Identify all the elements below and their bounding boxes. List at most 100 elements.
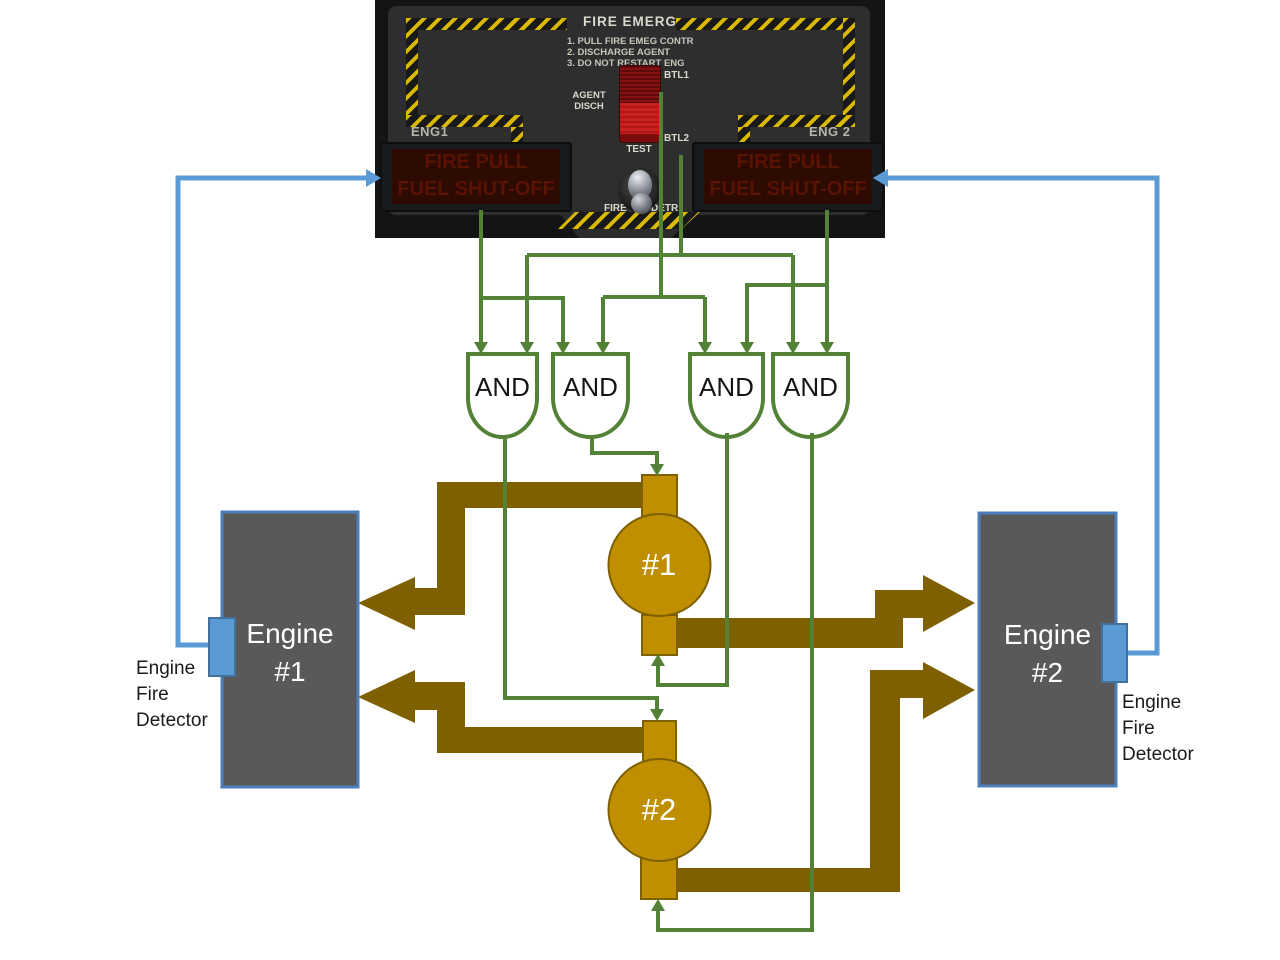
engine2-label-line2: #2: [1031, 657, 1064, 688]
arrow-and2-in1: [556, 342, 570, 354]
wire-and3-to-bottle1-bottom: [656, 433, 729, 687]
right-fire-pull-display: FIRE PULL FUEL SHUT-OFF: [692, 142, 884, 212]
arrow-into-bottle1-top: [650, 464, 664, 476]
and-gate-2-label: AND: [563, 372, 618, 402]
arrow-and3-in1: [698, 342, 712, 354]
arrow-into-panel-left: [366, 169, 381, 187]
detector1-label: Engine Fire Detector: [136, 656, 231, 734]
engine1-label-line2: #1: [274, 656, 306, 687]
engine1-fire-detector: [208, 617, 236, 677]
agent-label: AGENT: [572, 90, 606, 101]
pipe-bottle1-to-engine1-arrow: [358, 482, 641, 630]
hazard-stripe-bottom-right-tick: [738, 127, 750, 144]
agent-discharge-switch[interactable]: [620, 66, 660, 142]
wire-arrowheads: [474, 342, 834, 911]
hazard-stripe-bottom-right: [738, 115, 855, 127]
detr-label: DETR: [651, 203, 679, 214]
bottle1-label: #1: [641, 547, 677, 582]
arrow-and4-in1: [786, 342, 800, 354]
wire-left-display-to-gates: [479, 210, 565, 344]
and-gate-2: [551, 352, 630, 439]
panel-instruction-2: 2. DISCHARGE AGENT: [567, 47, 671, 58]
detector1-label-line1: Engine: [136, 658, 196, 679]
detector-wires: [175, 175, 1160, 656]
wire-detector1-to-panel: [175, 175, 369, 648]
switch-ridged-top: [620, 66, 660, 103]
hazard-stripe-top-right: [676, 18, 852, 30]
hazard-stripe-left: [406, 18, 418, 127]
left-display-screen: FIRE PULL FUEL SHUT-OFF: [392, 149, 560, 204]
arrow-and2-in2: [596, 342, 610, 354]
eng1-label: ENG1: [411, 124, 449, 139]
and-gate-1-label: AND: [475, 372, 530, 402]
bottle2-top-valve: [642, 720, 677, 764]
and-gate-4-label: AND: [783, 372, 838, 402]
engine2-box: [977, 511, 1118, 788]
disch-label: DISCH: [574, 101, 604, 112]
engine2-label: Engine #2: [979, 616, 1116, 692]
test-toggle-knob[interactable]: [631, 193, 652, 214]
arrow-and4-in2: [820, 342, 834, 354]
arrow-into-bottle1-bottom: [651, 654, 665, 666]
test-label: TEST: [626, 144, 652, 155]
agent-pipes: [358, 482, 975, 892]
and-gate-3-label: AND: [699, 372, 754, 402]
left-fire-pull-display: FIRE PULL FUEL SHUT-OFF: [380, 142, 572, 212]
switch-base: [620, 134, 660, 142]
wire-and2-to-bottle1-top: [590, 437, 659, 466]
bottle2-bottom-valve: [640, 856, 678, 900]
switch-bright-bottom: [620, 103, 660, 134]
engine1-box: [220, 510, 360, 789]
bottle2-body: [607, 758, 712, 862]
detector1-label-line3: Detector: [136, 710, 208, 731]
wire-right-display-to-gates: [745, 210, 829, 344]
panel-title: FIRE EMERG: [582, 14, 677, 29]
bottle1-top-valve: [641, 474, 678, 518]
engine1-label-line1: Engine: [246, 618, 334, 649]
detector-wire-arrowheads: [366, 169, 888, 187]
detector2-label: Engine Fire Detector: [1122, 690, 1217, 768]
detector2-label-line2: Fire: [1122, 718, 1155, 739]
detector2-label-line3: Detector: [1122, 744, 1194, 765]
wire-and1-to-bottle2-top: [503, 437, 659, 711]
hazard-stripe-bottom-center: [558, 212, 700, 229]
hazard-stripe-bottom-left: [406, 115, 523, 127]
fire-label: FIRE: [604, 203, 627, 214]
btl2-label: BTL2: [664, 133, 689, 144]
eng2-label: ENG 2: [809, 124, 851, 139]
detector2-label-line1: Engine: [1122, 692, 1182, 713]
pipe-bottle2-to-engine2-arrow: [677, 662, 975, 892]
and-gate-1: [466, 352, 539, 439]
btl1-label: BTL1: [664, 70, 689, 81]
engine2-fire-detector: [1101, 623, 1128, 683]
left-display-line2: FUEL SHUT-OFF: [397, 178, 555, 200]
engine2-label-line1: Engine: [1003, 619, 1092, 650]
bottle2-label: #2: [641, 792, 677, 827]
right-display-line1: FIRE PULL: [736, 151, 840, 173]
wire-detector2-to-panel: [885, 175, 1160, 656]
right-display-line2: FUEL SHUT-OFF: [709, 178, 867, 200]
left-display-line1: FIRE PULL: [424, 151, 528, 173]
arrow-and3-in2: [740, 342, 754, 354]
pipe-bottle1-to-engine2-arrow: [677, 575, 975, 648]
right-display-screen: FIRE PULL FUEL SHUT-OFF: [704, 149, 872, 204]
logic-wires: [479, 92, 829, 932]
wire-btl1-to-gates: [601, 92, 707, 344]
engine1-label: Engine #1: [222, 615, 358, 691]
fire-emergency-panel: FIRE EMERG 1. PULL FIRE EMEG CONTR 2. DI…: [375, 0, 885, 238]
bottle1-body: [607, 513, 712, 617]
hazard-stripe-top-left: [406, 18, 567, 30]
arrow-into-panel-right: [873, 169, 888, 187]
arrow-and1-in1: [474, 342, 488, 354]
hazard-stripe-bottom-left-tick: [511, 127, 523, 144]
detector1-label-line2: Fire: [136, 684, 169, 705]
panel-instruction-1: 1. PULL FIRE EMEG CONTR: [567, 36, 694, 47]
panel-instruction-3: 3. DO NOT RESTART ENG: [567, 58, 685, 69]
bottle1-bottom-valve: [641, 614, 678, 656]
arrow-into-bottle2-top: [650, 709, 664, 721]
hazard-stripe-right: [843, 18, 855, 127]
and-gates: [466, 352, 850, 439]
extinguisher-bottles: [607, 474, 712, 900]
